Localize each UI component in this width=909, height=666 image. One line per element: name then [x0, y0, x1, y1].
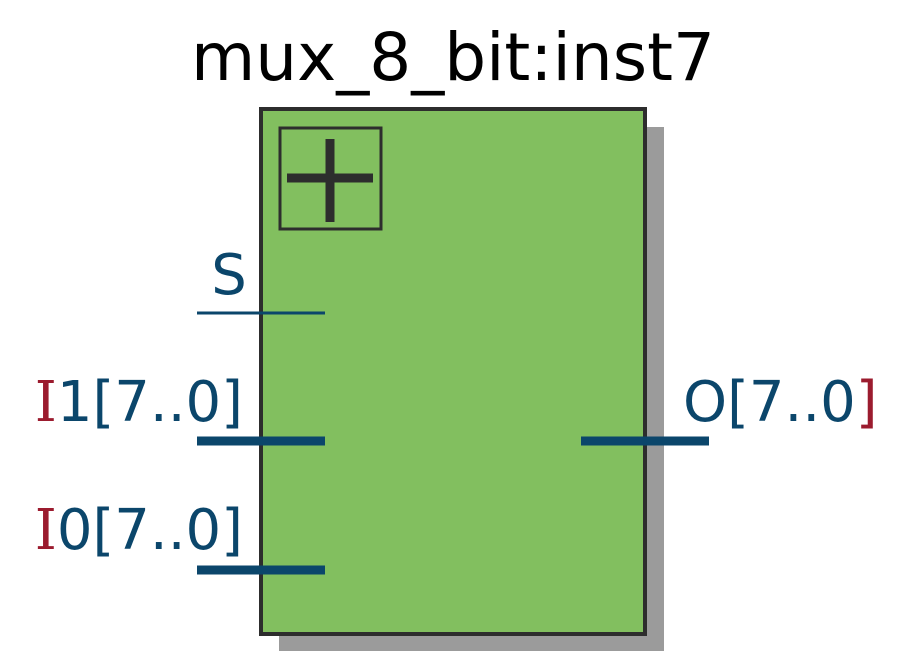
port-i0[interactable]: I0[7..0] [35, 498, 325, 575]
port-i0-rest: 0[7..0] [57, 498, 243, 563]
port-i0-label: I0[7..0] [35, 498, 243, 563]
port-i1-label: I1[7..0] [35, 370, 243, 435]
port-o-bracket: ] [856, 370, 878, 435]
block-title: mux_8_bit:inst7 [191, 19, 715, 96]
port-s[interactable]: S [197, 243, 325, 315]
port-s-label: S [211, 243, 247, 308]
port-i1-prefix: I [35, 370, 57, 435]
port-o-main: O[7..0 [683, 370, 856, 435]
port-i0-prefix: I [35, 498, 57, 563]
mux-block[interactable] [259, 107, 647, 636]
port-o[interactable]: O[7..0] [581, 370, 878, 446]
expand-button-frame[interactable] [278, 126, 383, 231]
plus-icon [287, 139, 373, 222]
port-o-label: O[7..0] [683, 370, 878, 435]
expand-button[interactable] [278, 126, 383, 231]
port-i1-rest: 1[7..0] [57, 370, 243, 435]
port-i1[interactable]: I1[7..0] [35, 370, 325, 446]
